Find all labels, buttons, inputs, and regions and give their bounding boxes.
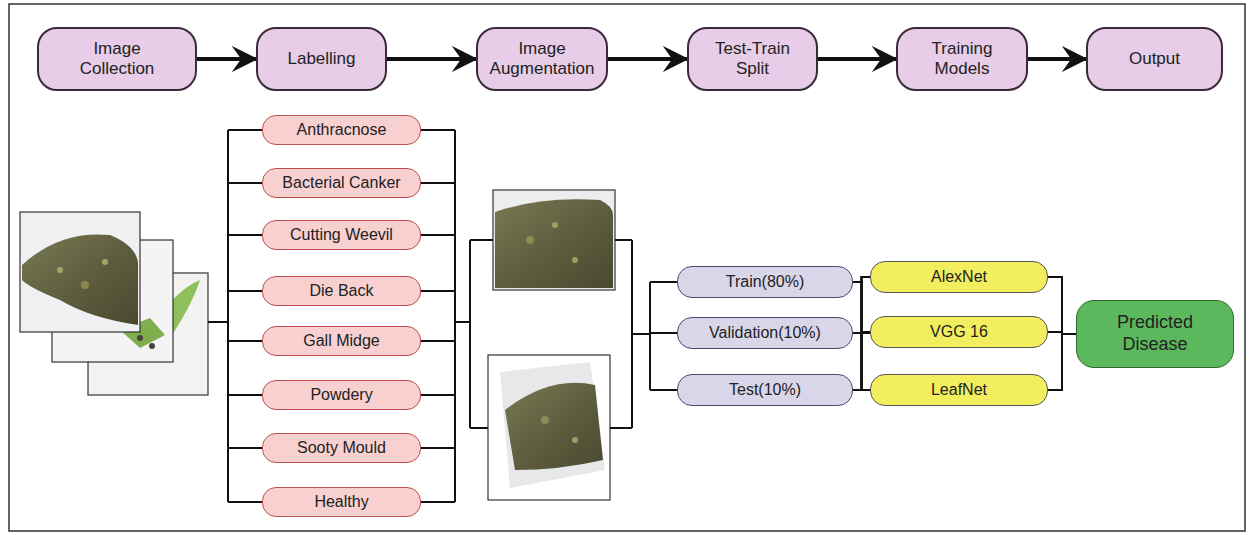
node-text: VGG 16 [930, 322, 988, 341]
node-text: Anthracnose [297, 120, 387, 139]
result-box: Predicted Disease [1076, 300, 1234, 368]
connector-line [853, 389, 870, 391]
node-text: Bacterial Canker [282, 173, 400, 192]
class-label-box: Gall Midge [262, 326, 421, 356]
connector-line [1048, 277, 1076, 334]
rotated-image [488, 355, 610, 500]
connector-line [853, 277, 870, 390]
process-box: Output [1086, 27, 1223, 91]
node-text: Train(80%) [726, 272, 805, 291]
class-label-box: Cutting Weevil [262, 220, 421, 250]
model-box: AlexNet [870, 261, 1048, 293]
bracket-wires [208, 130, 677, 502]
split-box: Test(10%) [677, 374, 853, 406]
node-text: Predicted Disease [1100, 312, 1210, 355]
process-box: Image Collection [37, 27, 197, 91]
model-box: LeafNet [870, 374, 1048, 406]
augmented-image [493, 190, 615, 290]
flow-arrow [1028, 57, 1086, 61]
model-box: VGG 16 [870, 316, 1048, 348]
split-box: Train(80%) [677, 266, 853, 298]
connector-line [1048, 334, 1076, 390]
class-label-box: Bacterial Canker [262, 168, 421, 198]
process-box: Image Augmentation [476, 27, 608, 91]
split-box: Validation(10%) [677, 317, 853, 349]
process-box: Labelling [256, 27, 387, 91]
node-text: Test(10%) [729, 380, 801, 399]
node-text: Image Augmentation [486, 39, 598, 80]
class-label-box: Healthy [262, 487, 421, 517]
image-stack [20, 212, 208, 395]
class-label-box: Powdery [262, 380, 421, 410]
outer-frame [9, 4, 1245, 531]
node-text: Output [1129, 49, 1180, 69]
process-box: Training Models [896, 27, 1028, 91]
node-text: LeafNet [931, 380, 987, 399]
flow-arrow [818, 57, 896, 61]
flow-arrow [387, 57, 476, 61]
node-text: Powdery [310, 385, 372, 404]
node-text: Sooty Mould [297, 438, 386, 457]
process-box: Test-Train Split [687, 27, 818, 91]
node-text: Die Back [309, 281, 373, 300]
node-text: Training Models [915, 39, 1010, 80]
node-text: Validation(10%) [709, 323, 821, 342]
node-text: Cutting Weevil [290, 225, 393, 244]
flow-arrow [197, 57, 256, 61]
node-text: AlexNet [931, 267, 987, 286]
connector-line [853, 332, 870, 390]
node-text: Labelling [287, 49, 355, 69]
node-text: Healthy [314, 492, 368, 511]
class-label-box: Anthracnose [262, 115, 421, 145]
node-text: Gall Midge [303, 331, 379, 350]
node-text: Test-Train Split [705, 39, 800, 80]
class-label-box: Die Back [262, 276, 421, 306]
node-text: Image Collection [70, 39, 165, 80]
connector-line [853, 333, 870, 390]
class-label-box: Sooty Mould [262, 433, 421, 463]
flow-arrow [608, 57, 687, 61]
